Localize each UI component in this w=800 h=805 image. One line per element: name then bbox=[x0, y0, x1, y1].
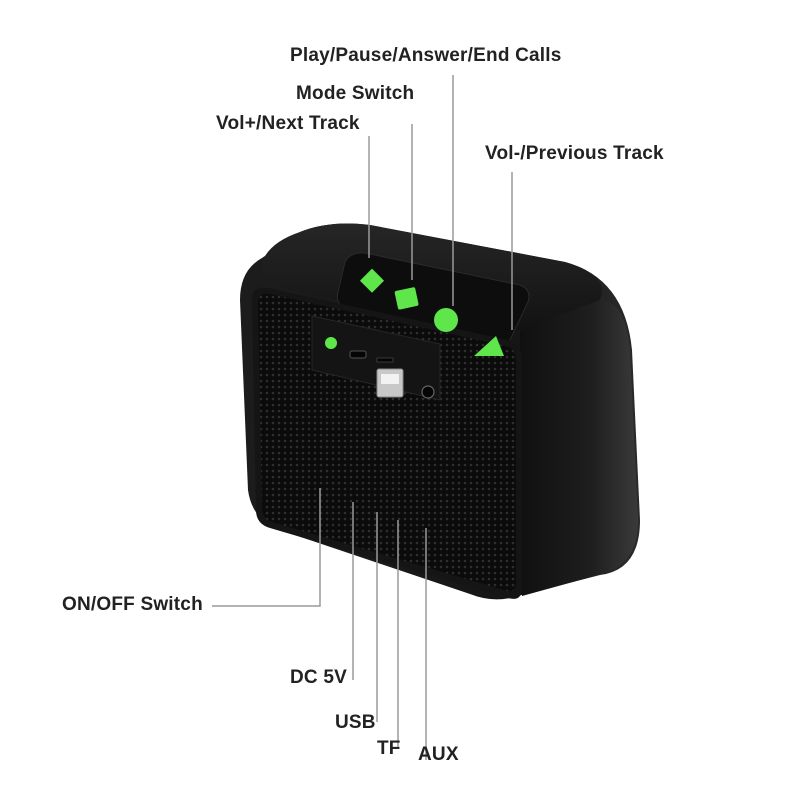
label-mode-switch: Mode Switch bbox=[296, 83, 415, 104]
mode-switch-button[interactable] bbox=[394, 287, 419, 310]
play-pause-button[interactable] bbox=[434, 308, 458, 332]
on-off-switch[interactable] bbox=[325, 337, 337, 349]
bottom-leader-lines bbox=[212, 488, 427, 760]
port-panel bbox=[311, 315, 441, 401]
label-on-off: ON/OFF Switch bbox=[62, 594, 203, 615]
label-aux: AUX bbox=[418, 744, 459, 765]
dc-5v-port bbox=[349, 350, 367, 359]
tf-card-slot bbox=[376, 357, 394, 363]
aux-jack bbox=[421, 385, 435, 399]
label-dc-5v: DC 5V bbox=[290, 667, 347, 688]
label-vol-down: Vol-/Previous Track bbox=[485, 143, 664, 164]
top-leader-lines bbox=[368, 75, 513, 330]
vol-down-previous-track-button[interactable] bbox=[474, 336, 504, 356]
label-usb: USB bbox=[335, 712, 376, 733]
speaker-side-face bbox=[520, 300, 638, 596]
on-off-leader bbox=[212, 488, 321, 607]
label-vol-up: Vol+/Next Track bbox=[216, 113, 360, 134]
label-tf: TF bbox=[377, 738, 401, 759]
usb-port-insert bbox=[381, 374, 399, 384]
vol-up-next-track-button[interactable] bbox=[359, 268, 385, 293]
label-play-pause: Play/Pause/Answer/End Calls bbox=[290, 45, 562, 66]
